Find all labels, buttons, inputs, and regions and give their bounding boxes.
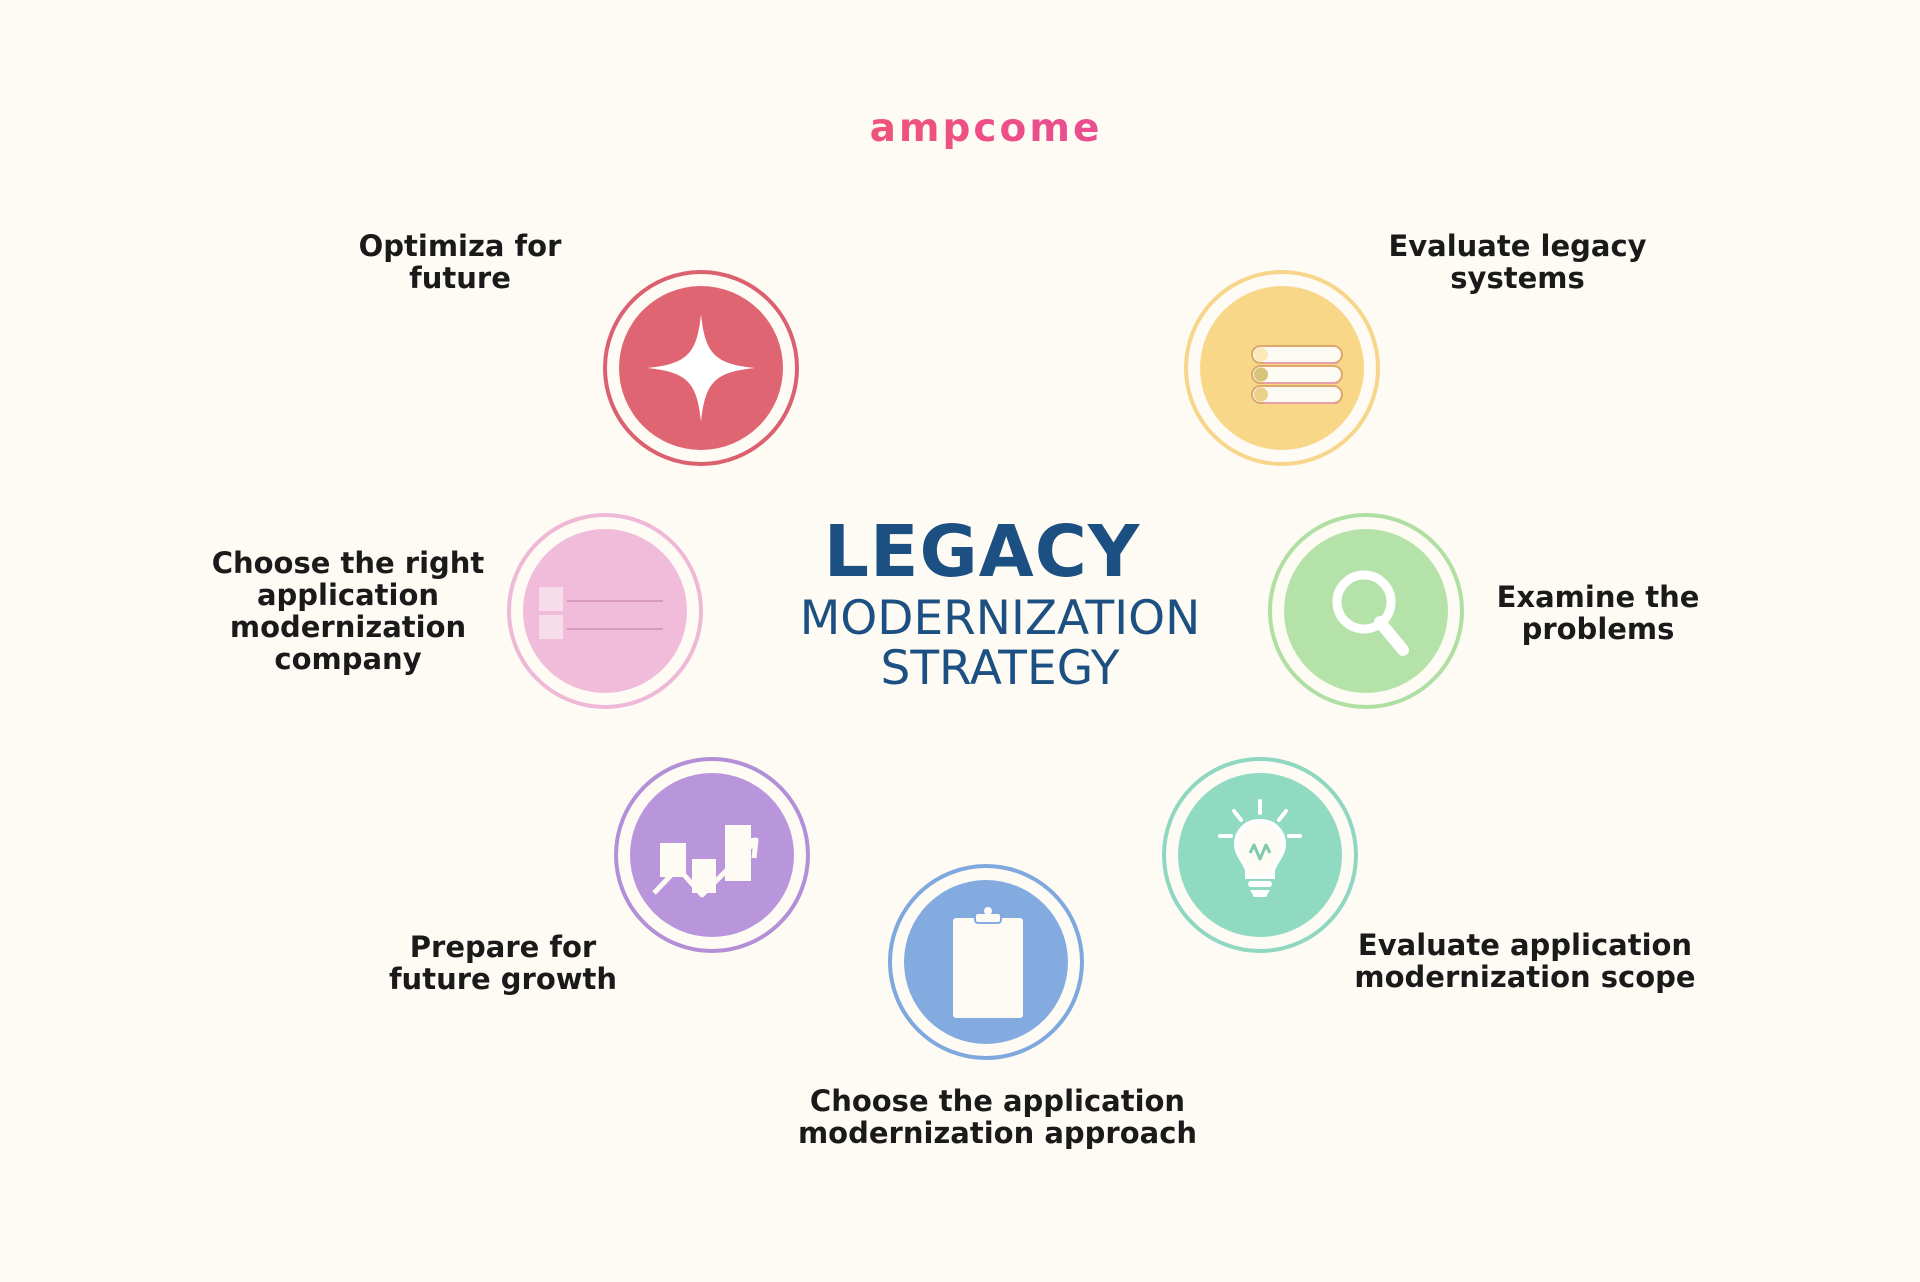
step-label-choose-company: Choose the right application modernizati… <box>211 546 485 676</box>
brand-logo: ampcome <box>0 105 1920 153</box>
step-evaluate-scope <box>1162 757 1358 953</box>
step-label-examine-problems: Examine the problems <box>1496 580 1700 646</box>
step-evaluate-legacy-systems <box>1184 270 1380 466</box>
step-label-optimize-future: Optimiza for future <box>358 229 562 295</box>
step-label-evaluate-scope: Evaluate application modernization scope <box>1354 928 1696 994</box>
step-examine-problems <box>1268 513 1464 709</box>
step-label-evaluate-legacy-systems: Evaluate legacy systems <box>1388 229 1647 295</box>
title-line-2: MODERNIZATION <box>799 591 1201 646</box>
title-main: LEGACY <box>823 510 1141 593</box>
step-optimize-future <box>603 270 799 466</box>
title-line-3: STRATEGY <box>880 641 1120 696</box>
checklist-icon <box>523 529 687 693</box>
step-prepare-growth <box>614 757 810 953</box>
lightbulb-icon <box>1178 773 1342 937</box>
clipboard-icon <box>904 880 1068 1044</box>
growth-chart-icon <box>630 773 794 937</box>
step-label-prepare-growth: Prepare for future growth <box>388 930 618 996</box>
step-label-choose-approach: Choose the application modernization app… <box>797 1084 1198 1150</box>
step-choose-company <box>507 513 703 709</box>
list-icon <box>1200 286 1364 450</box>
diagram-title: LEGACY MODERNIZATION STRATEGY <box>770 510 1230 694</box>
step-choose-approach <box>888 864 1084 1060</box>
magnifier-icon <box>1284 529 1448 693</box>
sparkle-icon <box>619 286 783 450</box>
